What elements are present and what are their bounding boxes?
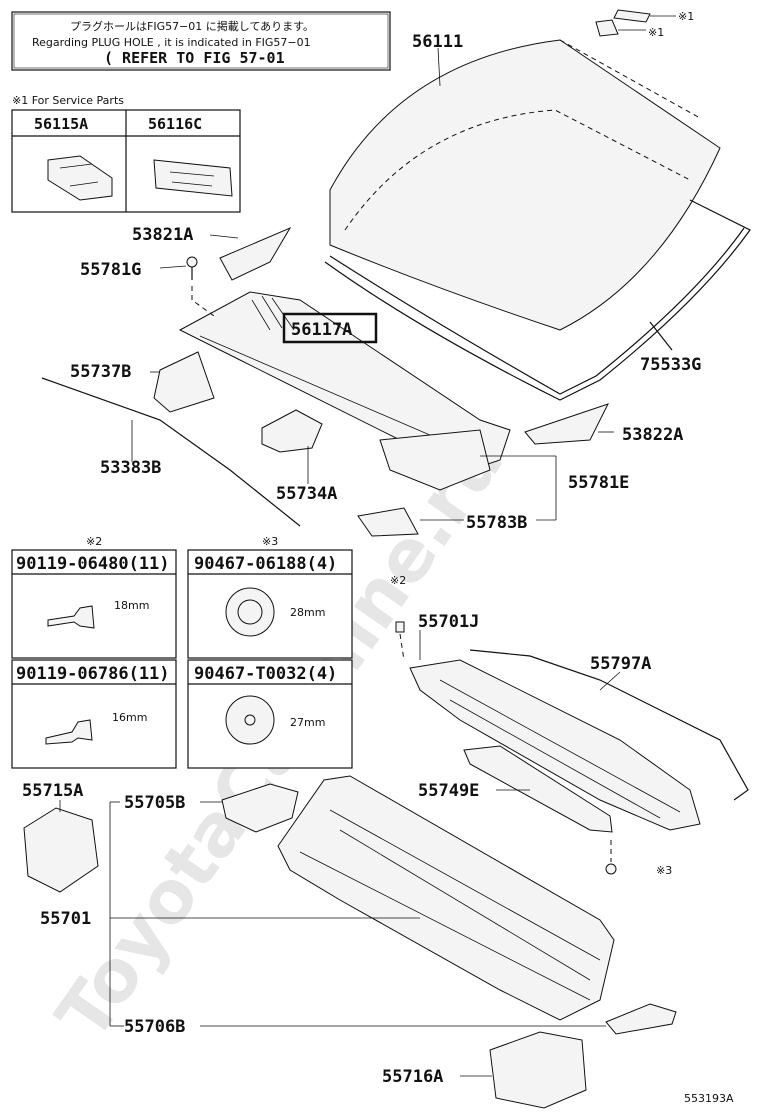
label-53821a: 53821A <box>132 225 193 245</box>
side-panel-55715a <box>23 807 99 893</box>
mark-1a: ※1 <box>678 10 694 23</box>
bracket-55705b <box>221 783 299 833</box>
cowl-piece-55734a <box>261 409 323 453</box>
clip-56116c-icon <box>153 159 233 197</box>
label-55781e: 55781E <box>568 473 629 493</box>
screw-55781g-icon <box>186 256 198 280</box>
highlight-box <box>282 312 378 344</box>
fastener-mark-2: ※2 <box>86 535 102 548</box>
side-panel-55716a <box>489 1031 587 1109</box>
fastener-table: ※2 ※3 90119-06480(11) 18mm 90467-06188(4… <box>11 535 353 769</box>
cowl-lower-55701 <box>277 775 615 1021</box>
seal-55797a <box>469 649 749 801</box>
cowl-side-55737b <box>153 351 215 413</box>
fastener-mark-3: ※3 <box>262 535 278 548</box>
bolt-icon <box>45 719 93 745</box>
plug-hole-note: プラグホールはFIG57−01 に掲載してあります。 Regarding PLU… <box>11 11 391 71</box>
label-55797a: 55797A <box>590 654 651 674</box>
mark-1b: ※1 <box>648 26 664 39</box>
brace-55749e <box>463 745 613 833</box>
label-56117a: 56117A <box>291 320 352 340</box>
label-53383b: 53383B <box>100 458 161 478</box>
bracket-55706b <box>605 1003 677 1035</box>
figure-id: 553193A <box>684 1092 734 1105</box>
seal-53383b <box>41 377 301 527</box>
bolt-icon <box>47 605 95 629</box>
fastener-part-3: 90119-06786(11) <box>16 664 170 684</box>
label-55701j: 55701J <box>418 612 479 632</box>
label-55781g: 55781G <box>80 260 141 280</box>
fastener-part-4: 90467-T0032(4) <box>194 664 337 684</box>
label-55701: 55701 <box>40 909 91 929</box>
cowl-top-panel <box>178 291 511 491</box>
label-55734a: 55734A <box>276 484 337 504</box>
service-part-56116c: 56116C <box>148 115 202 133</box>
label-55715a: 55715A <box>22 781 83 801</box>
weatherstrip-75533g <box>324 199 751 401</box>
cowl-bracket-53821a <box>219 226 292 281</box>
label-55749e: 55749E <box>418 781 479 801</box>
label-55783b: 55783B <box>466 513 527 533</box>
windshield-56111 <box>329 39 721 331</box>
fastener-part-1: 90119-06480(11) <box>16 554 170 574</box>
note-line-en: Regarding PLUG HOLE , it is indicated in… <box>32 36 311 49</box>
note-refer: ( REFER TO FIG 57-01 <box>104 49 285 67</box>
label-55705b: 55705B <box>124 793 185 813</box>
fastener-size-3: 16mm <box>112 711 147 724</box>
leader-lines <box>59 47 621 1077</box>
mark-3: ※3 <box>656 864 672 877</box>
label-75533g: 75533G <box>640 355 701 375</box>
fastener-size-1: 18mm <box>114 599 149 612</box>
label-53822a: 53822A <box>622 425 683 445</box>
nut-3-icon <box>605 840 617 875</box>
cowl-bracket-53822a <box>524 403 609 445</box>
note-line-jp: プラグホールはFIG57−01 に掲載してあります。 <box>70 19 314 33</box>
cowl-inner-55701j <box>409 659 701 831</box>
mark-2: ※2 <box>390 574 406 587</box>
label-56111: 56111 <box>412 32 463 52</box>
service-parts-table: ※1 For Service Parts 56115A 56116C <box>11 94 241 213</box>
clip-56115a-icon <box>47 155 113 201</box>
label-55706b: 55706B <box>124 1017 185 1037</box>
label-55716a: 55716A <box>382 1067 443 1087</box>
service-part-56115a: 56115A <box>34 115 88 133</box>
cowl-cover-55783b <box>357 507 419 537</box>
screw-2-icon <box>395 621 405 661</box>
fastener-size-4: 27mm <box>290 716 325 729</box>
label-55737b: 55737B <box>70 362 131 382</box>
clip-top-icon <box>595 9 676 37</box>
fastener-part-2: 90467-06188(4) <box>194 554 337 574</box>
fastener-size-2: 28mm <box>290 606 325 619</box>
service-parts-title: ※1 For Service Parts <box>12 94 124 107</box>
